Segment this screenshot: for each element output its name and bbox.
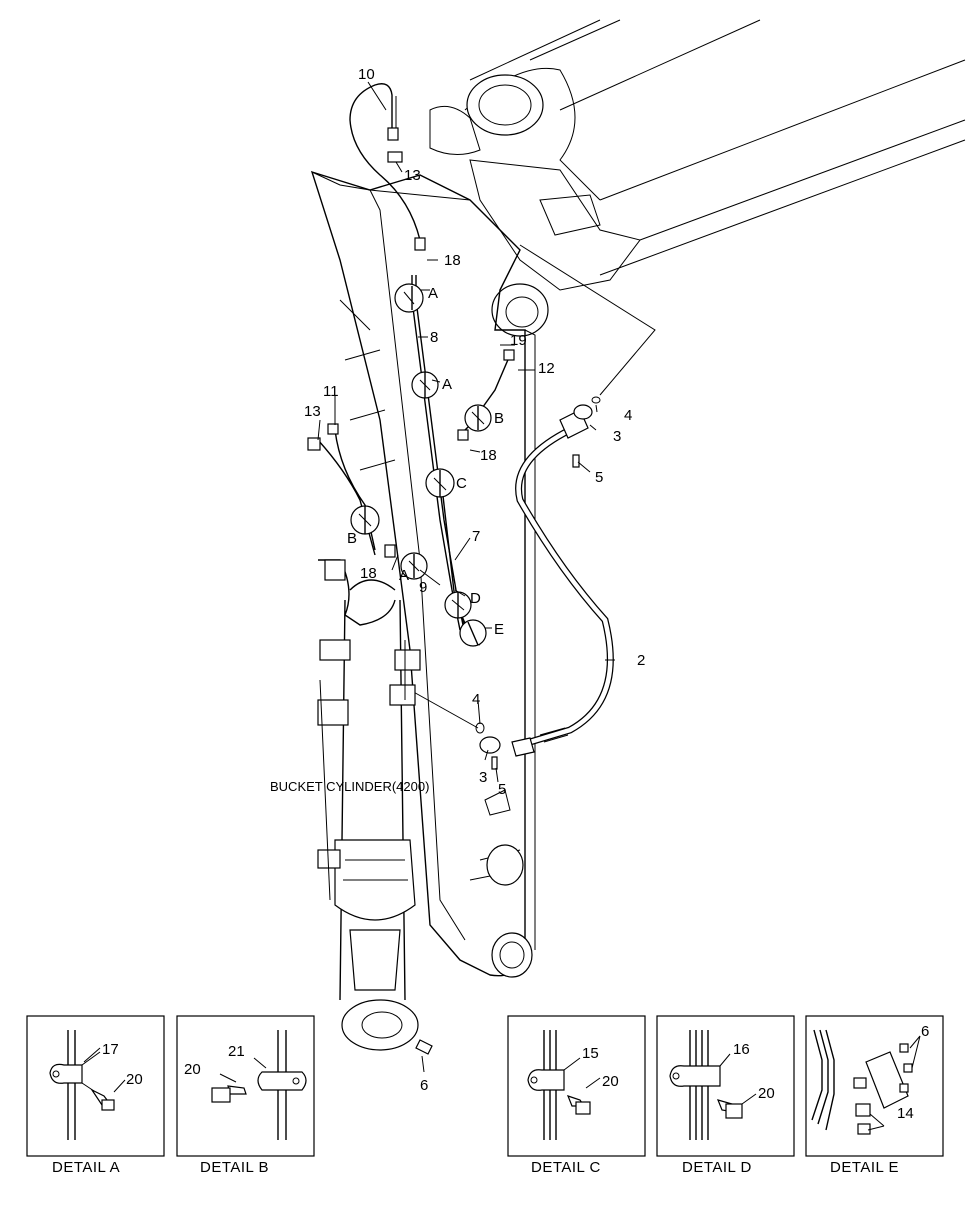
callout-A: A: [428, 285, 438, 302]
callout-6: 6: [420, 1077, 428, 1094]
detail-e-label-6: 6: [921, 1023, 929, 1040]
callout-labels: 10 13 18 A 8 19 12 A 4 3 11 13 B 18 5 C …: [270, 66, 645, 1094]
detail-markers: [350, 283, 492, 647]
callout-9: 9: [419, 579, 427, 596]
callout-2: 2: [637, 652, 645, 669]
callout-18: 18: [480, 447, 497, 464]
detail-d-label-20: 20: [758, 1085, 775, 1102]
detail-a-label-17: 17: [102, 1041, 119, 1058]
hose-10: [349, 83, 426, 251]
hose-2: [511, 409, 614, 757]
detail-b: 21 20 DETAIL B: [176, 1015, 315, 1176]
detail-b-label-21: 21: [228, 1043, 245, 1060]
flange-lower: [409, 689, 501, 770]
flange-upper: [519, 244, 656, 468]
detail-b-label-20: 20: [184, 1061, 201, 1078]
bucket-cylinder-label: BUCKET CYLINDER(4200): [270, 779, 429, 794]
bucket-cylinder: [317, 559, 433, 1055]
callout-3: 3: [479, 769, 487, 786]
callout-10: 10: [358, 66, 375, 83]
detail-a-caption: DETAIL A: [52, 1159, 120, 1176]
callout-8: 8: [430, 329, 438, 346]
callout-3: 3: [613, 428, 621, 445]
callout-4: 4: [472, 691, 480, 708]
callout-13: 13: [404, 167, 421, 184]
detail-c-label-15: 15: [582, 1045, 599, 1062]
callout-A: A: [399, 567, 409, 584]
callout-19: 19: [510, 332, 527, 349]
callout-18: 18: [360, 565, 377, 582]
detail-e-caption: DETAIL E: [830, 1159, 899, 1176]
hose-11: [307, 423, 396, 558]
arm: [310, 170, 536, 978]
callout-B: B: [347, 530, 357, 547]
callout-12: 12: [538, 360, 555, 377]
callout-5: 5: [595, 469, 603, 486]
detail-c-label-20: 20: [602, 1073, 619, 1090]
callout-18: 18: [444, 252, 461, 269]
detail-a-label-20: 20: [126, 1071, 143, 1088]
boom: [429, 19, 966, 337]
callout-5: 5: [498, 781, 506, 798]
detail-c: 15 20 DETAIL C: [507, 1015, 646, 1176]
detail-c-caption: DETAIL C: [531, 1159, 601, 1176]
detail-d-label-16: 16: [733, 1041, 750, 1058]
callout-D: D: [470, 590, 481, 607]
detail-e: 6 14 DETAIL E: [805, 1015, 944, 1176]
detail-d-caption: DETAIL D: [682, 1159, 752, 1176]
callout-E: E: [494, 621, 504, 638]
callout-13: 13: [304, 403, 321, 420]
callout-11: 11: [323, 383, 339, 400]
detail-b-caption: DETAIL B: [200, 1159, 269, 1176]
callout-B: B: [494, 410, 504, 427]
detail-e-label-14: 14: [897, 1105, 914, 1122]
detail-d: 16 20 DETAIL D: [656, 1015, 795, 1176]
callout-A: A: [442, 376, 452, 393]
leader-lines: [317, 81, 615, 1073]
callout-C: C: [456, 475, 467, 492]
callout-7: 7: [472, 528, 480, 545]
callout-4: 4: [624, 407, 632, 424]
detail-a: 17 20 DETAIL A: [26, 1015, 165, 1176]
